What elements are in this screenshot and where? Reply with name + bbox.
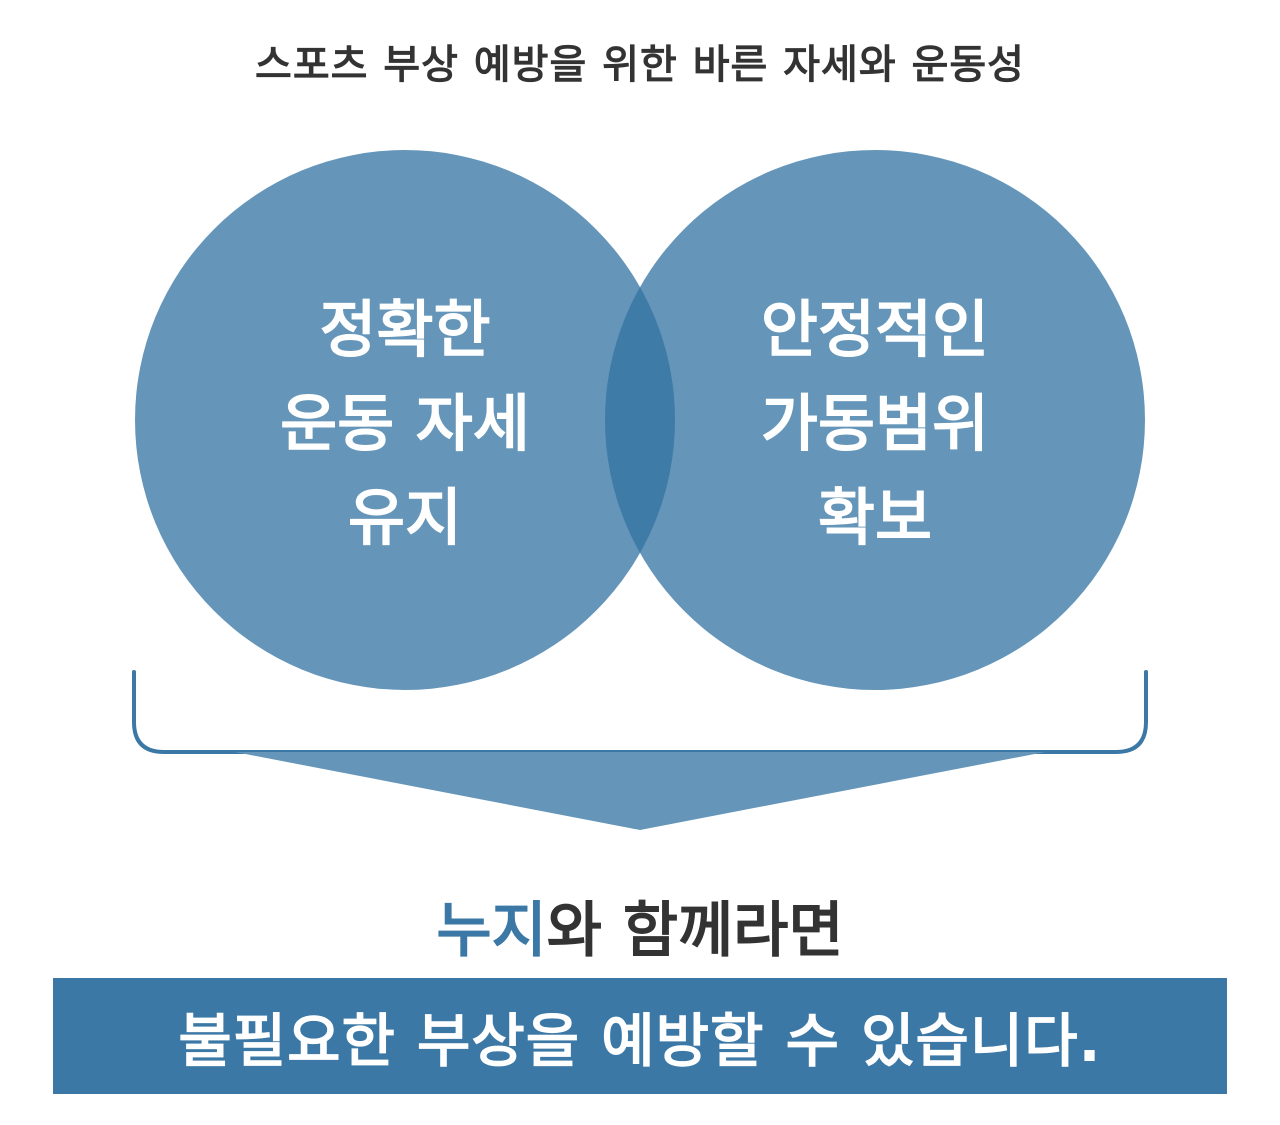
venn-diagram xyxy=(132,150,1148,830)
left-circle xyxy=(135,150,675,690)
left-circle-line-1: 정확한 xyxy=(319,293,491,366)
right-circle xyxy=(605,150,1145,690)
right-circle-line-1: 안정적인 xyxy=(760,293,990,366)
conclusion-banner: 불필요한 부상을 예방할 수 있습니다. xyxy=(53,978,1227,1094)
left-circle-line-2: 운동 자세 xyxy=(280,387,530,460)
left-circle-label: 정확한 운동 자세 유지 xyxy=(185,283,625,565)
headline-rest: 와 함께라면 xyxy=(546,896,844,966)
banner-text: 불필요한 부상을 예방할 수 있습니다. xyxy=(178,1007,1102,1075)
down-arrow xyxy=(235,752,1045,830)
page-title: 스포츠 부상 예방을 위한 바른 자세와 운동성 xyxy=(255,42,1025,88)
right-circle-line-2: 가동범위 xyxy=(760,387,990,460)
headline: 누지와 함께라면 xyxy=(0,882,1280,969)
right-circle-label: 안정적인 가동범위 확보 xyxy=(655,283,1095,565)
brand-name: 누지 xyxy=(436,896,547,966)
left-circle-line-3: 유지 xyxy=(347,481,463,554)
bracket xyxy=(132,670,1148,754)
right-circle-line-3: 확보 xyxy=(817,481,933,554)
